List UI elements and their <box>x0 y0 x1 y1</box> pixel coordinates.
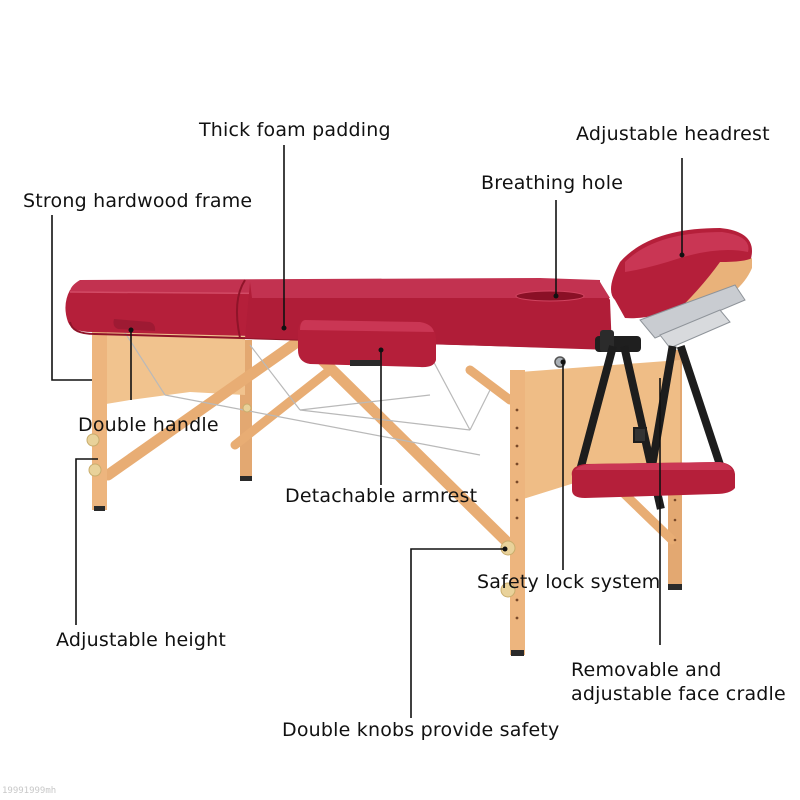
table-top-cushion <box>65 278 612 350</box>
leader-lines <box>51 145 683 718</box>
face-cradle-shelf <box>571 462 735 498</box>
callout-breathing-hole: Breathing hole <box>481 172 624 194</box>
callout-thick-foam-padding: Thick foam padding <box>199 119 391 141</box>
callout-double-handle: Double handle <box>78 414 219 436</box>
cross-braces <box>102 334 677 551</box>
callout-adjustable-height: Adjustable height <box>56 629 227 651</box>
support-cables <box>121 327 491 456</box>
callout-adjustable-headrest: Adjustable headrest <box>576 123 770 145</box>
watermark: 19991999mh <box>2 786 57 796</box>
double-handle-shape <box>113 319 156 331</box>
callout-safety-lock-system: Safety lock system <box>477 571 661 593</box>
left-wood-panel <box>100 330 245 405</box>
callout-detachable-armrest: Detachable armrest <box>285 485 478 507</box>
headrest-shape <box>595 228 752 352</box>
callout-removable-face-cradle: Removable and adjustable face cradle <box>571 659 786 705</box>
breathing-hole <box>515 290 585 302</box>
knob-icons <box>86 403 516 598</box>
leader-dots <box>128 252 685 552</box>
armrest-shape <box>298 320 436 368</box>
callout-double-knobs: Double knobs provide safety <box>282 719 560 741</box>
callout-strong-hardwood-frame: Strong hardwood frame <box>23 190 253 212</box>
